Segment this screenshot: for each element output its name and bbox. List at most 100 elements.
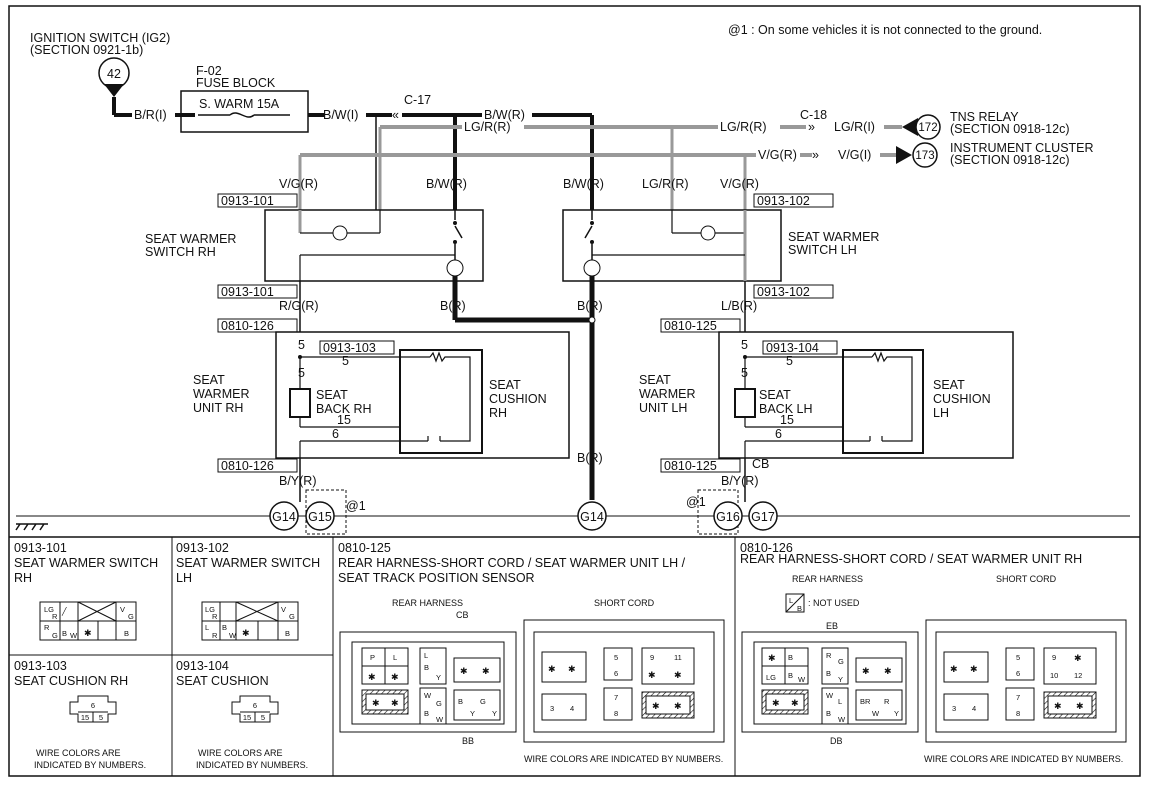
panel-125-name-2: SEAT TRACK POSITION SENSOR	[338, 571, 535, 585]
connector-box-104	[762, 340, 838, 355]
wire-label-bw-i: B/W(I)	[323, 108, 358, 122]
sw-lh-dot-2	[590, 240, 594, 244]
panel-103-wire-note-1: WIRE COLORS ARE	[36, 748, 121, 758]
connector-box-125-bot	[660, 458, 741, 473]
wire-label-lgr-i: LG/R(I)	[834, 120, 875, 134]
connector-104-face: 6 15 5	[231, 695, 279, 723]
seat-cushion-rh-thermo-icon	[400, 436, 455, 442]
connector-126-top: 0810-126	[221, 319, 274, 333]
c126r-t5: W	[798, 675, 806, 684]
seat-cushion-lh-element	[843, 351, 913, 442]
panel-125-rear-harness: REAR HARNESS	[392, 598, 463, 608]
c125s-t3: 3	[550, 704, 554, 713]
wire-label-by-rh: B/Y(R)	[279, 474, 317, 488]
c126r-t19: W	[872, 709, 880, 718]
c126s-b4	[1005, 687, 1035, 721]
conn101-x2	[77, 601, 117, 622]
conn101-t5: G	[52, 631, 58, 640]
c125r-t10: W	[424, 691, 432, 700]
panel-125-name-1: REAR HARNESS-SHORT CORD / SEAT WARMER UN…	[338, 556, 686, 570]
conn101-t11: B	[124, 629, 129, 638]
notused-l: L	[789, 596, 793, 605]
c125s-inner	[533, 631, 715, 733]
c125r-b3	[419, 647, 447, 685]
c126s-t3: 3	[952, 704, 956, 713]
c126r-t12: W	[826, 691, 834, 700]
c125s-t5: 5	[614, 653, 618, 662]
conn102-t8: V	[281, 605, 286, 614]
unit-lh-l1: SEAT	[639, 373, 671, 387]
connector-101-top: 0913-101	[221, 194, 274, 208]
c125r-b2i	[365, 693, 405, 711]
c125r-t17: Y	[470, 709, 475, 718]
c125r-t13: W	[436, 715, 444, 724]
panel-126-name: REAR HARNESS-SHORT CORD / SEAT WARMER UN…	[740, 552, 1082, 566]
connector-c18: C-18	[800, 108, 827, 122]
panel-104-wire-note-2: INDICATED BY NUMBERS.	[196, 760, 308, 770]
c125r-t5: ✱	[372, 698, 380, 708]
c126r-t9: G	[838, 657, 844, 666]
connector-102-top: 0913-102	[757, 194, 810, 208]
conn101-t10: G	[128, 612, 134, 621]
wire-label-vg-r: V/G(R)	[758, 148, 797, 162]
ground-g16	[713, 501, 743, 531]
c125s-b4	[603, 687, 633, 721]
panel-104-wire-note-1: WIRE COLORS ARE	[198, 748, 283, 758]
connector-c17: C-17	[404, 93, 431, 107]
cluster-arrow	[896, 146, 912, 164]
sw-rh-dot-2	[453, 240, 457, 244]
c126s-t14: ✱	[1076, 701, 1084, 711]
connector-102-face: LG R L R B W ✱ V G B	[201, 601, 299, 641]
c126r-t20: R	[884, 697, 890, 706]
unit-rh-l1: SEAT	[193, 373, 225, 387]
panel-126-eb: EB	[826, 621, 838, 631]
switch-rh-l2: SWITCH RH	[145, 245, 216, 259]
seat-cushion-rh-element	[400, 351, 471, 442]
fuse-id: F-02	[196, 64, 222, 78]
c126s-t4: 4	[972, 704, 976, 713]
c125r-t7: L	[424, 651, 428, 660]
connector-box-101-bot	[217, 284, 298, 299]
conn102-t4: R	[212, 631, 218, 640]
unit-rh-pin5-b: 5	[298, 366, 305, 380]
sw-rh-blade	[454, 225, 463, 239]
tns-title: TNS RELAY	[950, 110, 1019, 124]
connector-box-126-bot	[217, 458, 298, 473]
switch-rh-lamp-icon	[332, 225, 348, 241]
connector-box-102-bot	[753, 284, 834, 299]
c125r-t15: ✱	[482, 666, 490, 676]
unit-lh-pin5-c: 5	[786, 354, 793, 368]
unit-rh-pin5-a: 5	[298, 338, 305, 352]
c125r-b4	[419, 687, 447, 725]
connector-126-rear-face: ✱ B LG B W ✱ ✱ R G B Y W L B W ✱ ✱ BR W …	[741, 631, 919, 733]
chassis-ground-icon	[15, 523, 48, 531]
panel-125-short-cord: SHORT CORD	[594, 598, 655, 608]
conn103-outline	[69, 695, 117, 723]
c125s-t11: ✱	[648, 670, 656, 680]
g15-note-mark: @1	[346, 499, 366, 513]
c126r-t10: B	[826, 669, 831, 678]
panel-104-id: 0913-104	[176, 659, 229, 673]
c125s-t1: ✱	[548, 664, 556, 674]
unit-rh-l3: UNIT RH	[193, 401, 243, 415]
conn103-pin6: 6	[91, 701, 95, 710]
conn104-outline	[231, 695, 279, 723]
cushion-rh-l1: SEAT	[489, 378, 521, 392]
c125s-t12: ✱	[674, 670, 682, 680]
panel-125-wire-note: WIRE COLORS ARE INDICATED BY NUMBERS.	[524, 754, 723, 764]
conn101-t4: R	[44, 623, 50, 632]
c126r-t4: B	[788, 671, 793, 680]
switch-lh-l1: SEAT WARMER	[788, 230, 879, 244]
back-rh-l2: BACK RH	[316, 402, 372, 416]
c125r-t1: P	[370, 653, 375, 662]
c125s-t7: 7	[614, 693, 618, 702]
c125r-t9: Y	[436, 673, 441, 682]
connector-103: 0913-103	[323, 341, 376, 355]
conn101-t3: ╱	[61, 606, 68, 616]
c126r-t6: ✱	[772, 698, 780, 708]
panel-104-name: SEAT CUSHION	[176, 674, 269, 688]
c125r-t3: ✱	[368, 672, 376, 682]
cushion-lh-l1: SEAT	[933, 378, 965, 392]
c126r-t7: ✱	[791, 698, 799, 708]
